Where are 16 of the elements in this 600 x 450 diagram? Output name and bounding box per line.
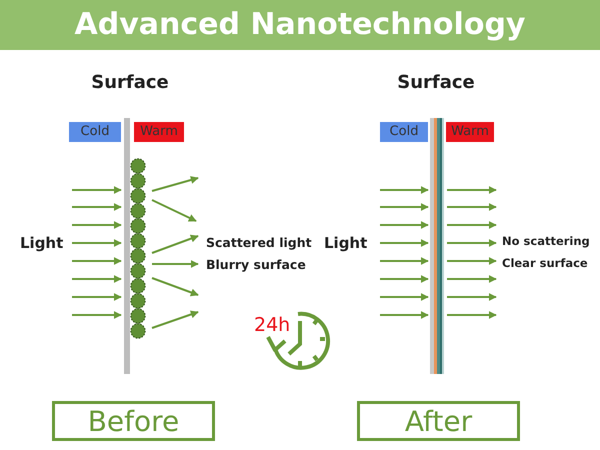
scattered-light-label: Scattered light <box>206 235 312 250</box>
cold-label-box: Cold <box>380 122 428 142</box>
warm-label-box: Warm <box>446 122 494 142</box>
blurry-surface-label: Blurry surface <box>206 257 306 272</box>
warm-label-box: Warm <box>134 122 184 142</box>
duration-label: 24h <box>254 314 290 337</box>
after-box: After <box>357 401 520 441</box>
clear-surface-label: Clear surface <box>502 257 588 271</box>
surface-heading: Surface <box>396 72 476 94</box>
surface-heading: Surface <box>90 72 170 94</box>
cold-label-box: Cold <box>69 122 121 142</box>
no-scattering-label: No scattering <box>502 235 590 249</box>
title-banner: Advanced Nanotechnology <box>0 0 600 50</box>
light-label: Light <box>20 234 64 252</box>
before-box: Before <box>52 401 215 441</box>
light-label: Light <box>324 234 368 252</box>
